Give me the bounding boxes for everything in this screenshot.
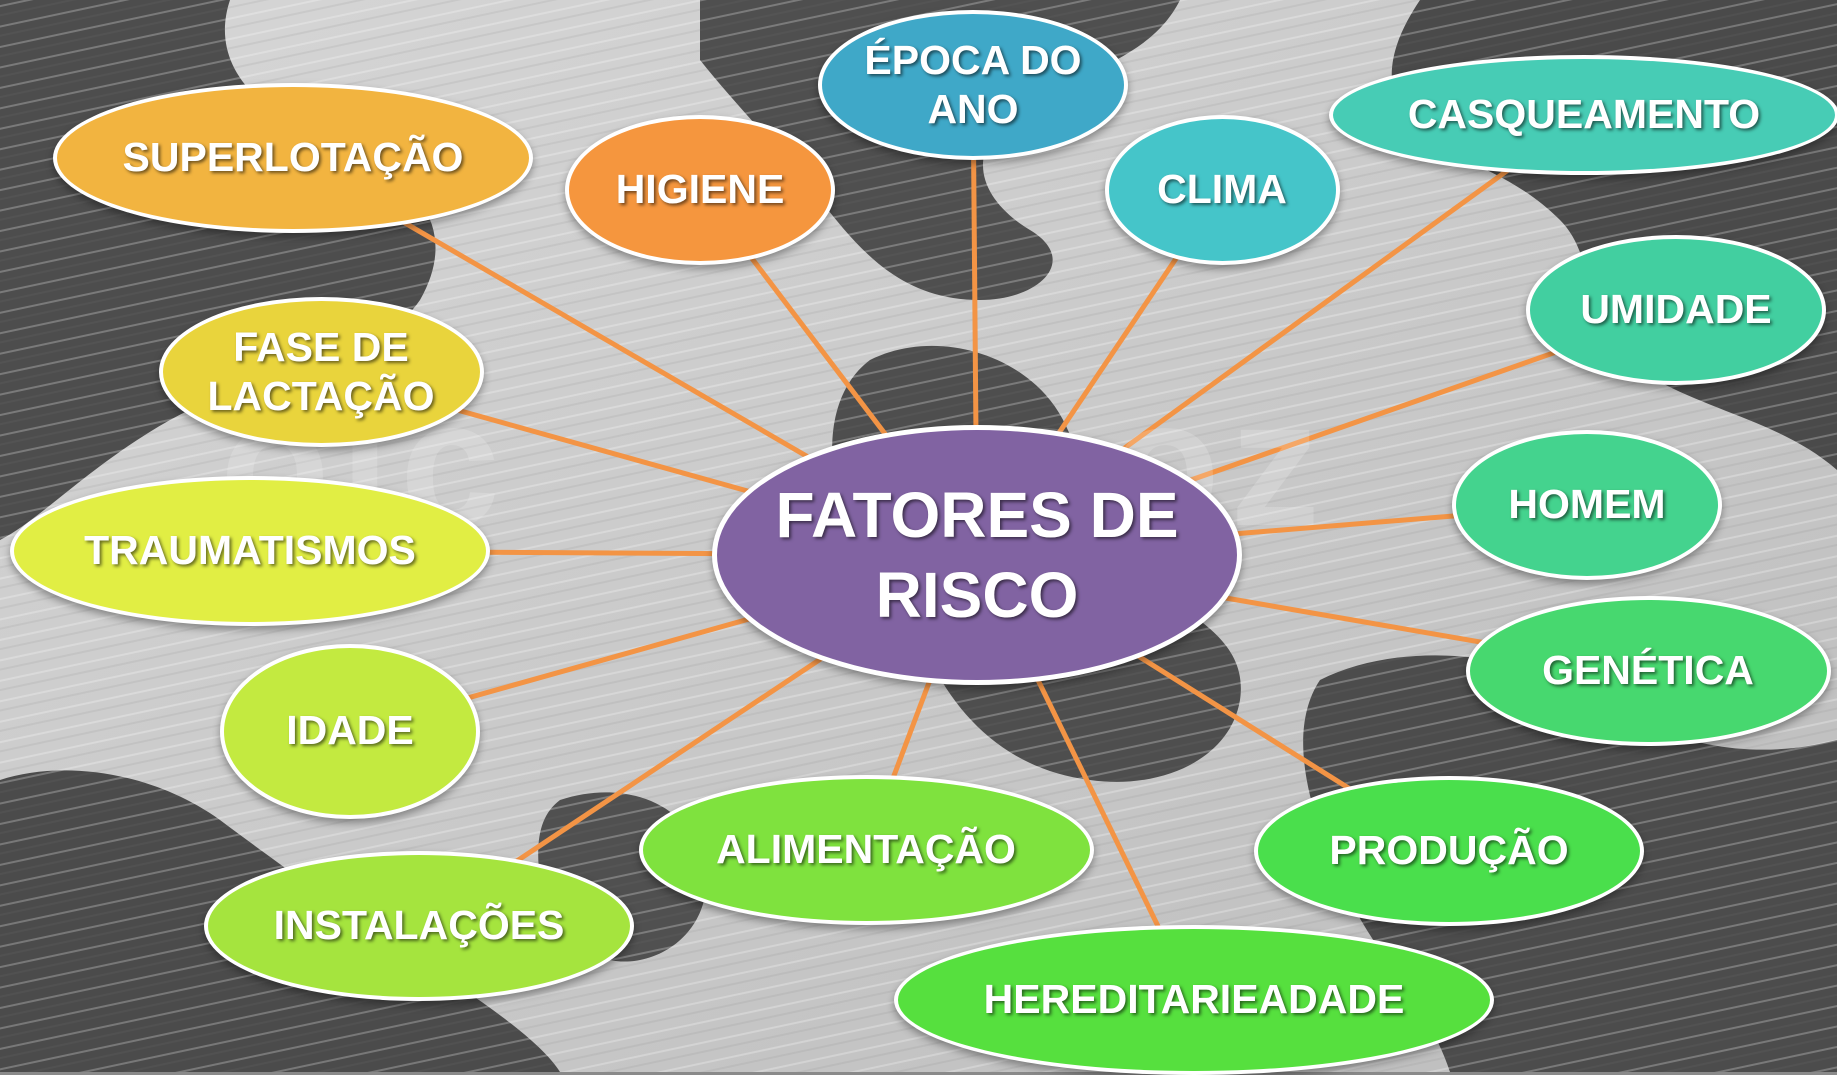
node-traumatismos: TRAUMATISMOS bbox=[10, 476, 490, 626]
node-clima: CLIMA bbox=[1104, 115, 1340, 265]
node-umidade: UMIDADE bbox=[1526, 235, 1826, 385]
node-producao: PRODUÇÃO bbox=[1254, 776, 1644, 926]
node-superlotacao: SUPERLOTAÇÃO bbox=[53, 83, 533, 233]
node-alimentacao: ALIMENTAÇÃO bbox=[638, 775, 1094, 925]
node-instalacoes: INSTALAÇÕES bbox=[204, 851, 634, 1001]
node-idade: IDADE bbox=[220, 643, 480, 819]
node-genetica: GENÉTICA bbox=[1465, 596, 1831, 746]
node-epoca: ÉPOCA DO ANO bbox=[818, 10, 1128, 160]
node-fase-lactacao: FASE DE LACTAÇÃO bbox=[158, 297, 484, 447]
node-hereditariedade: HEREDITARIEADADE bbox=[894, 925, 1494, 1075]
node-homem: HOMEM bbox=[1452, 430, 1722, 580]
node-casqueamento: CASQUEAMENTO bbox=[1329, 55, 1837, 175]
center-node: FATORES DE RISCO bbox=[712, 425, 1242, 685]
node-higiene: HIGIENE bbox=[565, 115, 835, 265]
